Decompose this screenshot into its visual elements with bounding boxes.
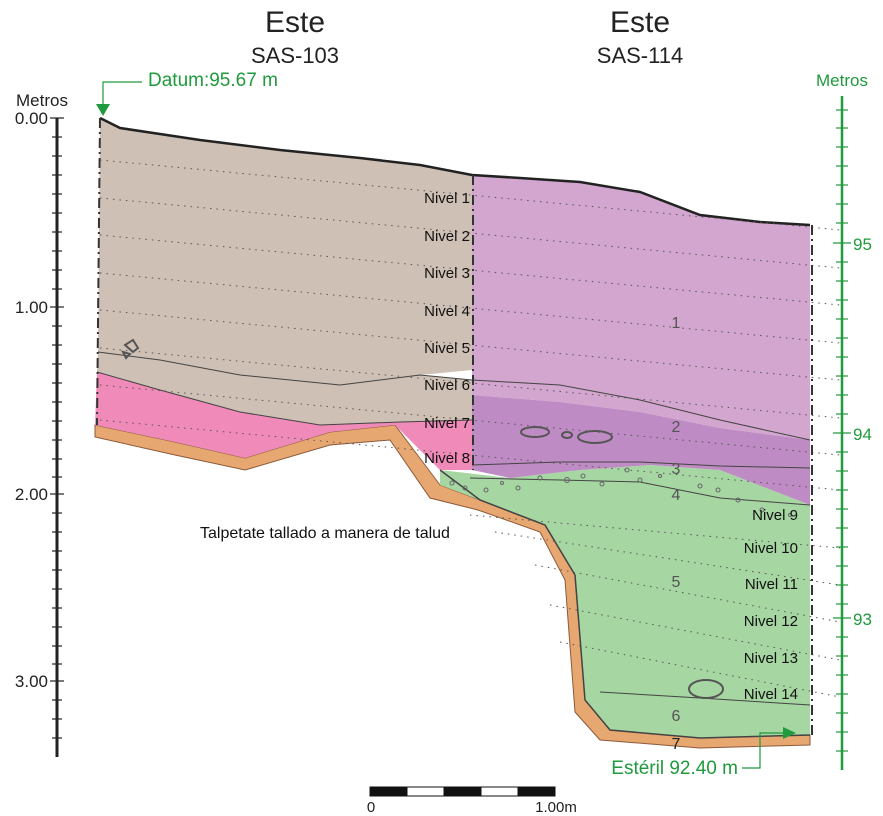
- left-axis-tick-label: 3.00: [15, 672, 48, 691]
- left-axis-tick-label: 0.00: [15, 109, 48, 128]
- layer-brown-lower: [97, 352, 472, 425]
- layer-number: 6: [672, 708, 681, 725]
- left-axis-tick-label: 2.00: [15, 485, 48, 504]
- gravel: [449, 467, 792, 517]
- right-axis-tick-label: 94: [853, 425, 872, 444]
- layer-number: 2: [672, 419, 681, 436]
- level-label: Nivel 2: [424, 228, 470, 245]
- scale-bar: [369, 786, 556, 797]
- layer-brown: [98, 118, 472, 385]
- right-axis-ticks: [833, 109, 851, 752]
- level-label: Nivel 11: [745, 576, 798, 593]
- boundary-line: [471, 461, 811, 469]
- left-axis-tick-label: 1.00: [15, 298, 48, 317]
- datum-arrow-icon: [96, 104, 110, 116]
- level-label: Nivel 4: [424, 303, 470, 320]
- sterile-band: [94, 424, 811, 749]
- scale-bar-start-label: 0: [367, 799, 375, 816]
- right-title: Este: [610, 6, 670, 39]
- level-label: Nivel 5: [424, 340, 470, 357]
- level-label: Nivel 7: [424, 415, 470, 432]
- layer-purple: [472, 175, 810, 440]
- left-title: Este: [265, 6, 325, 39]
- left-axis-ticks: [50, 117, 64, 739]
- level-label: Nivel 8: [424, 450, 470, 467]
- right-unit: SAS-114: [597, 43, 683, 68]
- level-label: Nivel 9: [752, 507, 798, 524]
- left-unit: SAS-103: [251, 43, 339, 68]
- level-label: Nivel 1: [424, 190, 470, 207]
- left-axis-title: Metros: [16, 91, 68, 110]
- level-label: Nivel 13: [744, 650, 798, 667]
- layer-number: 5: [672, 574, 681, 591]
- level-dotted-lines: [99, 159, 841, 698]
- datum-leader: [102, 81, 142, 108]
- right-axis-title: Metros: [816, 71, 868, 90]
- layer-number: 3: [672, 461, 681, 478]
- stones: [121, 338, 724, 699]
- datum-label: Datum:95.67 m: [148, 70, 278, 91]
- talud-outline: [439, 469, 811, 739]
- base-arrow-icon: [783, 727, 796, 739]
- right-axis-tick-label: 95: [853, 235, 872, 254]
- layer-dark-purple: [472, 395, 810, 505]
- boundary-line: [97, 351, 811, 441]
- right-axis-tick-label: 93: [853, 610, 872, 629]
- base-leader: [742, 732, 785, 769]
- level-label: Nivel 12: [744, 613, 798, 630]
- layer-pink: [95, 372, 472, 470]
- layer-number: 4: [672, 487, 681, 504]
- level-label: Nivel 3: [424, 265, 470, 282]
- layer-number: 7: [672, 736, 681, 753]
- layer-number: 1: [672, 315, 681, 332]
- level-label: Nivel 14: [744, 686, 798, 703]
- level-label: Nivel 10: [744, 540, 798, 557]
- base-label: Estéril 92.40 m: [611, 758, 738, 779]
- level-label: Nivel 6: [424, 377, 470, 394]
- layer-green: [440, 465, 810, 738]
- scale-bar-end-label: 1.00m: [535, 799, 577, 816]
- left-section-border: [96, 117, 101, 426]
- boundary-line: [96, 371, 473, 426]
- talud-annotation: Talpetate tallado a manera de talud: [200, 525, 450, 542]
